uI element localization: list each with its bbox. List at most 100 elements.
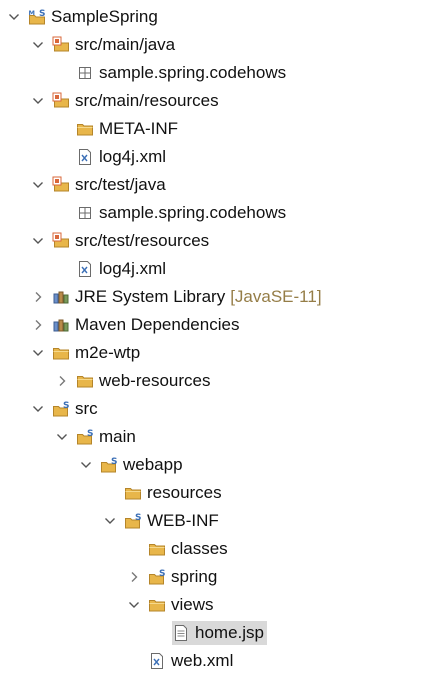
tree-row-file-home-jsp[interactable]: home.jsp bbox=[150, 619, 267, 647]
chevron-down-icon[interactable] bbox=[30, 93, 46, 109]
tree-item-body[interactable]: m2e-wtp bbox=[52, 341, 143, 365]
tree-item-decoration: [JavaSE-11] bbox=[230, 287, 322, 306]
tree-item-label: src bbox=[75, 399, 98, 418]
tree-item-body[interactable]: Maven Dependencies bbox=[52, 313, 242, 337]
chevron-down-icon[interactable] bbox=[30, 37, 46, 53]
tree-item-label: web-resources bbox=[99, 371, 211, 390]
chevron-down-icon[interactable] bbox=[30, 233, 46, 249]
source-folder-icon bbox=[52, 232, 70, 250]
folder-icon bbox=[76, 372, 94, 390]
tree-row-library-maven-dependencies[interactable]: Maven Dependencies bbox=[30, 311, 242, 339]
tree-item-body[interactable]: META-INF bbox=[76, 117, 181, 141]
svg-text:S: S bbox=[87, 429, 93, 439]
tree-item-body[interactable]: M S SampleSpring bbox=[28, 5, 161, 29]
folder-icon bbox=[76, 120, 94, 138]
tree-row-package-sample-spring-codehows-main[interactable]: sample.spring.codehows bbox=[54, 59, 289, 87]
tree-item-label: m2e-wtp bbox=[75, 343, 141, 362]
spring-folder-icon: S bbox=[100, 456, 118, 474]
tree-row-folder-src-test-java[interactable]: src/test/java bbox=[30, 171, 169, 199]
chevron-down-icon[interactable] bbox=[30, 177, 46, 193]
folder-icon bbox=[148, 596, 166, 614]
chevron-down-icon[interactable] bbox=[54, 429, 70, 445]
chevron-down-icon[interactable] bbox=[78, 457, 94, 473]
spring-folder-icon: S bbox=[148, 568, 166, 586]
tree-item-body[interactable]: web-resources bbox=[76, 369, 214, 393]
tree-row-file-log4j-xml-main[interactable]: log4j.xml bbox=[54, 143, 169, 171]
tree-item-body[interactable]: views bbox=[148, 593, 217, 617]
tree-row-file-log4j-xml-test[interactable]: log4j.xml bbox=[54, 255, 169, 283]
tree-item-label: webapp bbox=[123, 455, 183, 474]
tree-item-body[interactable]: classes bbox=[148, 537, 231, 561]
xml-file-icon bbox=[76, 260, 94, 278]
source-folder-icon bbox=[52, 176, 70, 194]
tree-item-label: web.xml bbox=[171, 651, 234, 670]
tree-item-body[interactable]: log4j.xml bbox=[76, 257, 169, 281]
tree-item-label: spring bbox=[171, 567, 218, 586]
chevron-right-icon[interactable] bbox=[126, 569, 142, 585]
tree-item-label: src/main/resources bbox=[75, 91, 219, 110]
tree-row-folder-src-main-resources[interactable]: src/main/resources bbox=[30, 87, 222, 115]
tree-item-body[interactable]: src/main/resources bbox=[52, 89, 222, 113]
chevron-down-icon[interactable] bbox=[126, 597, 142, 613]
tree-row-folder-views[interactable]: views bbox=[126, 591, 217, 619]
chevron-down-icon[interactable] bbox=[6, 9, 22, 25]
tree-row-project-samplespring[interactable]: M S SampleSpring bbox=[6, 3, 161, 31]
tree-row-folder-classes[interactable]: classes bbox=[126, 535, 231, 563]
tree-item-label: classes bbox=[171, 539, 228, 558]
tree-item-body[interactable]: src/test/resources bbox=[52, 229, 212, 253]
svg-text:S: S bbox=[39, 9, 45, 19]
package-icon bbox=[76, 64, 94, 82]
svg-text:M: M bbox=[29, 9, 35, 17]
svg-text:S: S bbox=[135, 513, 141, 523]
tree-item-body[interactable]: web.xml bbox=[148, 649, 236, 673]
chevron-down-icon[interactable] bbox=[30, 401, 46, 417]
tree-item-body[interactable]: sample.spring.codehows bbox=[76, 61, 289, 85]
tree-item-label: src/test/java bbox=[75, 175, 166, 194]
tree-row-folder-src-test-resources[interactable]: src/test/resources bbox=[30, 227, 212, 255]
xml-file-icon bbox=[148, 652, 166, 670]
tree-row-library-jre-system[interactable]: JRE System Library[JavaSE-11] bbox=[30, 283, 325, 311]
tree-item-label: META-INF bbox=[99, 119, 179, 138]
tree-row-folder-src-main-java[interactable]: src/main/java bbox=[30, 31, 178, 59]
tree-row-folder-meta-inf[interactable]: META-INF bbox=[54, 115, 181, 143]
tree-row-package-sample-spring-codehows-test[interactable]: sample.spring.codehows bbox=[54, 199, 289, 227]
tree-item-label: src/test/resources bbox=[75, 231, 210, 250]
chevron-right-icon[interactable] bbox=[30, 317, 46, 333]
tree-item-body[interactable]: JRE System Library[JavaSE-11] bbox=[52, 285, 325, 309]
chevron-down-icon[interactable] bbox=[102, 513, 118, 529]
tree-row-folder-m2e-wtp[interactable]: m2e-wtp bbox=[30, 339, 143, 367]
chevron-down-icon[interactable] bbox=[30, 345, 46, 361]
tree-item-label: views bbox=[171, 595, 214, 614]
tree-item-label: src/main/java bbox=[75, 35, 176, 54]
tree-row-folder-web-resources[interactable]: web-resources bbox=[54, 367, 214, 395]
tree-item-label: log4j.xml bbox=[99, 147, 167, 166]
tree-item-body[interactable]: src/main/java bbox=[52, 33, 178, 57]
tree-item-body[interactable]: resources bbox=[124, 481, 225, 505]
tree-item-label: SampleSpring bbox=[51, 7, 158, 26]
tree-item-body[interactable]: log4j.xml bbox=[76, 145, 169, 169]
source-folder-icon bbox=[52, 92, 70, 110]
tree-row-file-web-xml[interactable]: web.xml bbox=[126, 647, 236, 675]
maven-project-icon: M S bbox=[28, 8, 46, 26]
chevron-right-icon[interactable] bbox=[30, 289, 46, 305]
tree-row-folder-resources[interactable]: resources bbox=[102, 479, 225, 507]
tree-item-label: Maven Dependencies bbox=[75, 315, 240, 334]
chevron-right-icon[interactable] bbox=[54, 373, 70, 389]
folder-icon bbox=[52, 344, 70, 362]
spring-folder-icon: S bbox=[76, 428, 94, 446]
tree-item-label: JRE System Library bbox=[75, 287, 226, 306]
tree-item-body[interactable]: sample.spring.codehows bbox=[76, 201, 289, 225]
tree-item-body[interactable]: src/test/java bbox=[52, 173, 169, 197]
tree-item-body[interactable]: home.jsp bbox=[172, 621, 267, 645]
package-icon bbox=[76, 204, 94, 222]
